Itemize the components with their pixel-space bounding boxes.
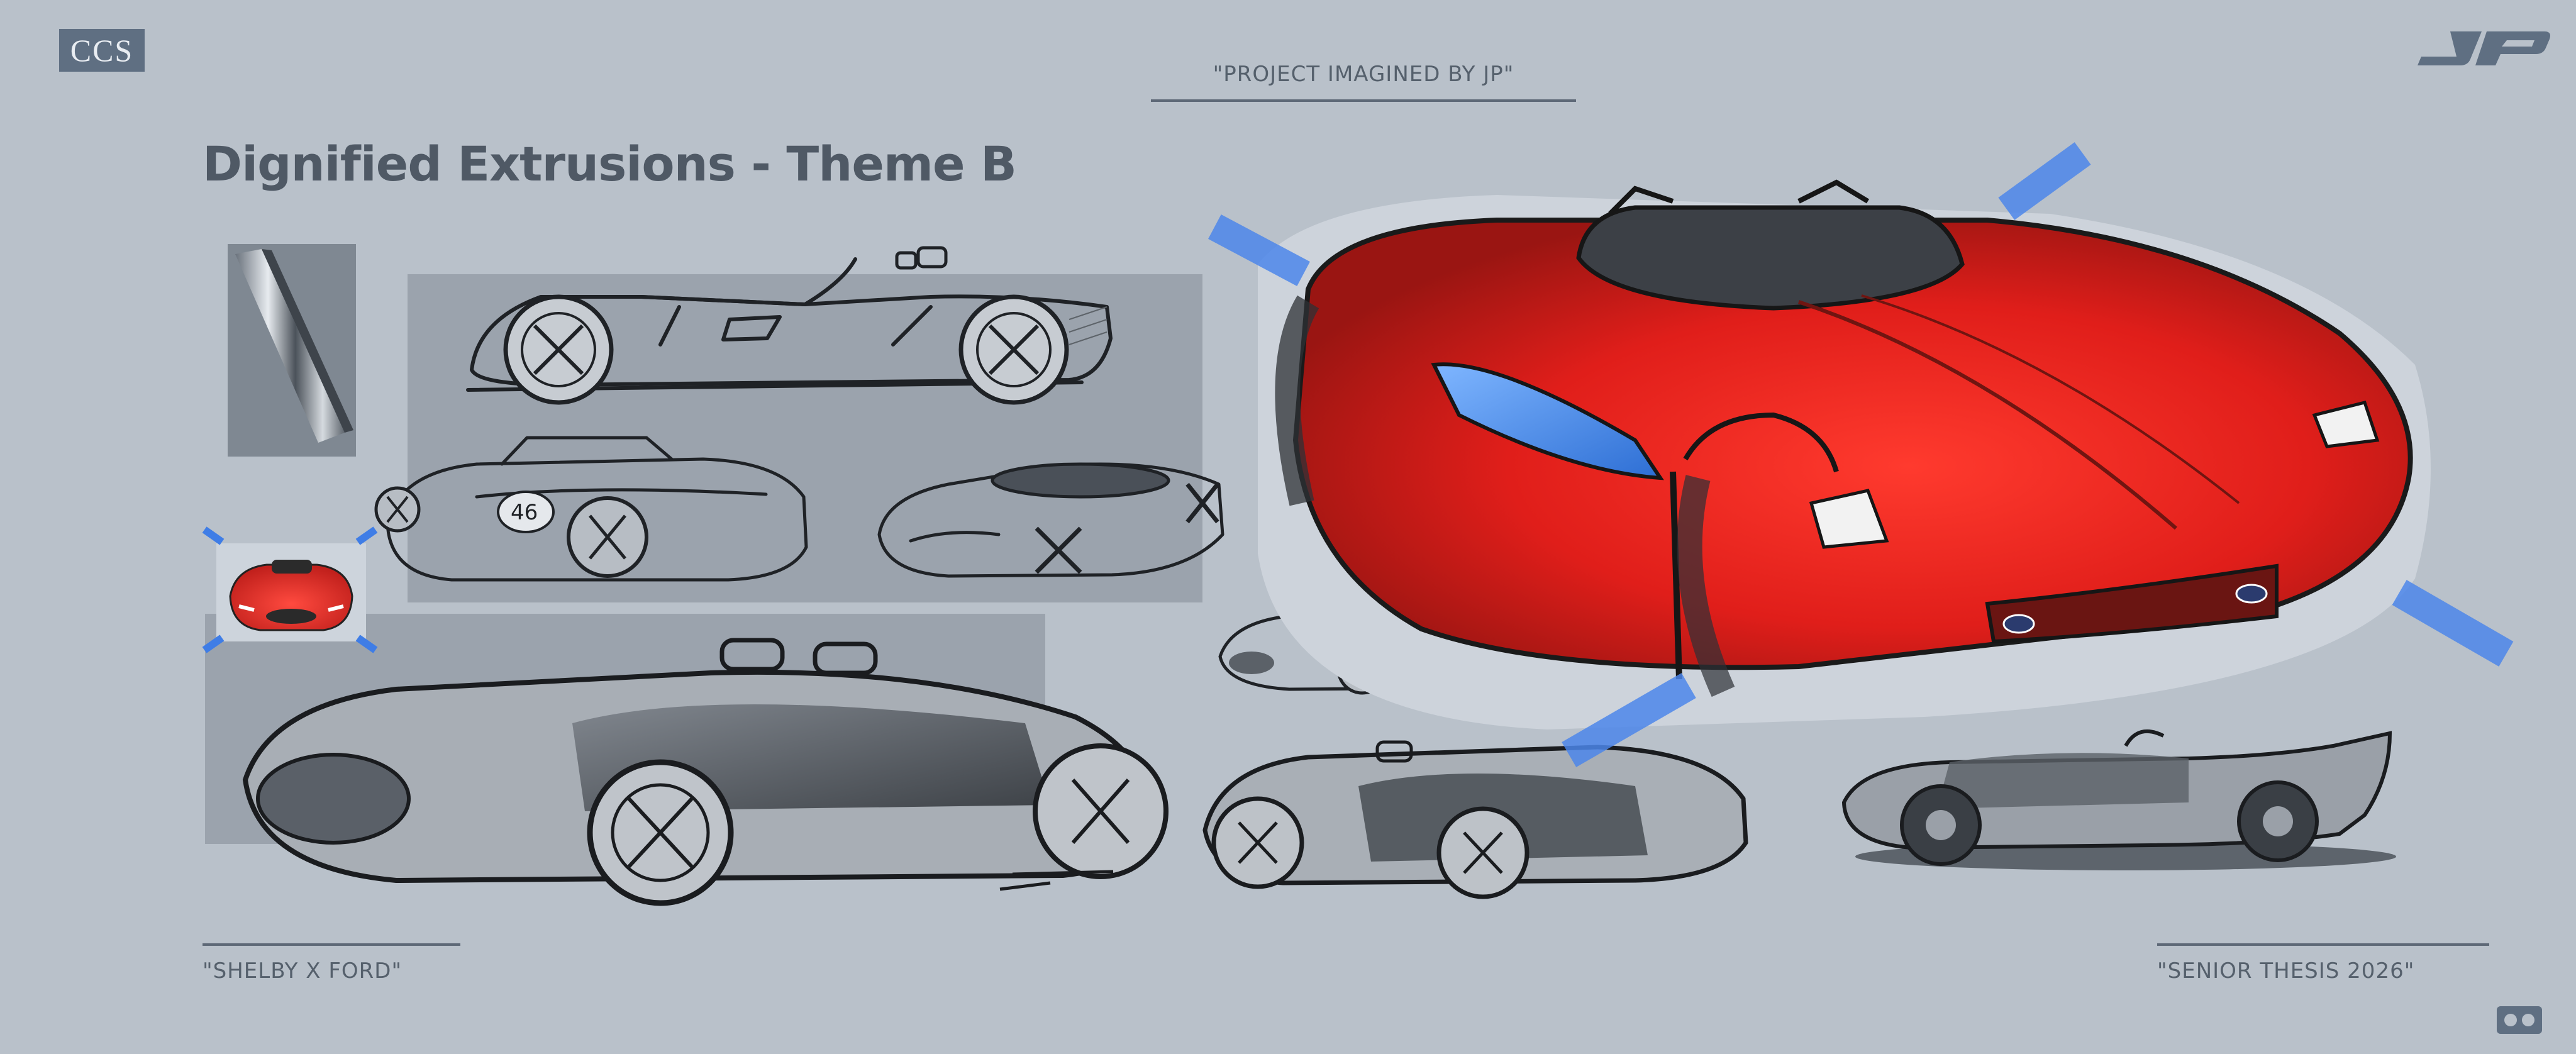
sketch-large-front-three-quarter — [242, 638, 1169, 906]
footer-left-caption: "SHELBY X FORD" — [203, 958, 402, 984]
page-title: Dignified Extrusions - Theme B — [203, 136, 1017, 192]
caption-underline — [1151, 99, 1576, 102]
sketch-side-profile-shaded — [1841, 729, 2396, 870]
page-corner-icon — [2497, 1006, 2542, 1034]
sketch-front-three-quarter-left: 46 — [374, 436, 808, 582]
sketch-rear-three-quarter — [877, 462, 1224, 578]
sketch-side-view — [466, 246, 1113, 405]
jp-logo — [2418, 31, 2550, 65]
tape-marker — [202, 526, 225, 545]
material-swatch — [235, 249, 353, 443]
footer-right-caption: "SENIOR THESIS 2026" — [2157, 958, 2415, 984]
footer-left-rule — [203, 943, 460, 946]
footer-right-rule — [2157, 943, 2489, 946]
project-caption: "PROJECT IMAGINED BY JP" — [1213, 62, 1514, 87]
red-car-thumbnail — [229, 560, 353, 631]
tape-marker — [355, 526, 378, 545]
hero-red-car-render — [1258, 179, 2431, 729]
sketch-mid-three-quarter — [1202, 740, 1748, 899]
svg-text:46: 46 — [511, 500, 538, 525]
school-logo: CCS — [59, 29, 145, 72]
